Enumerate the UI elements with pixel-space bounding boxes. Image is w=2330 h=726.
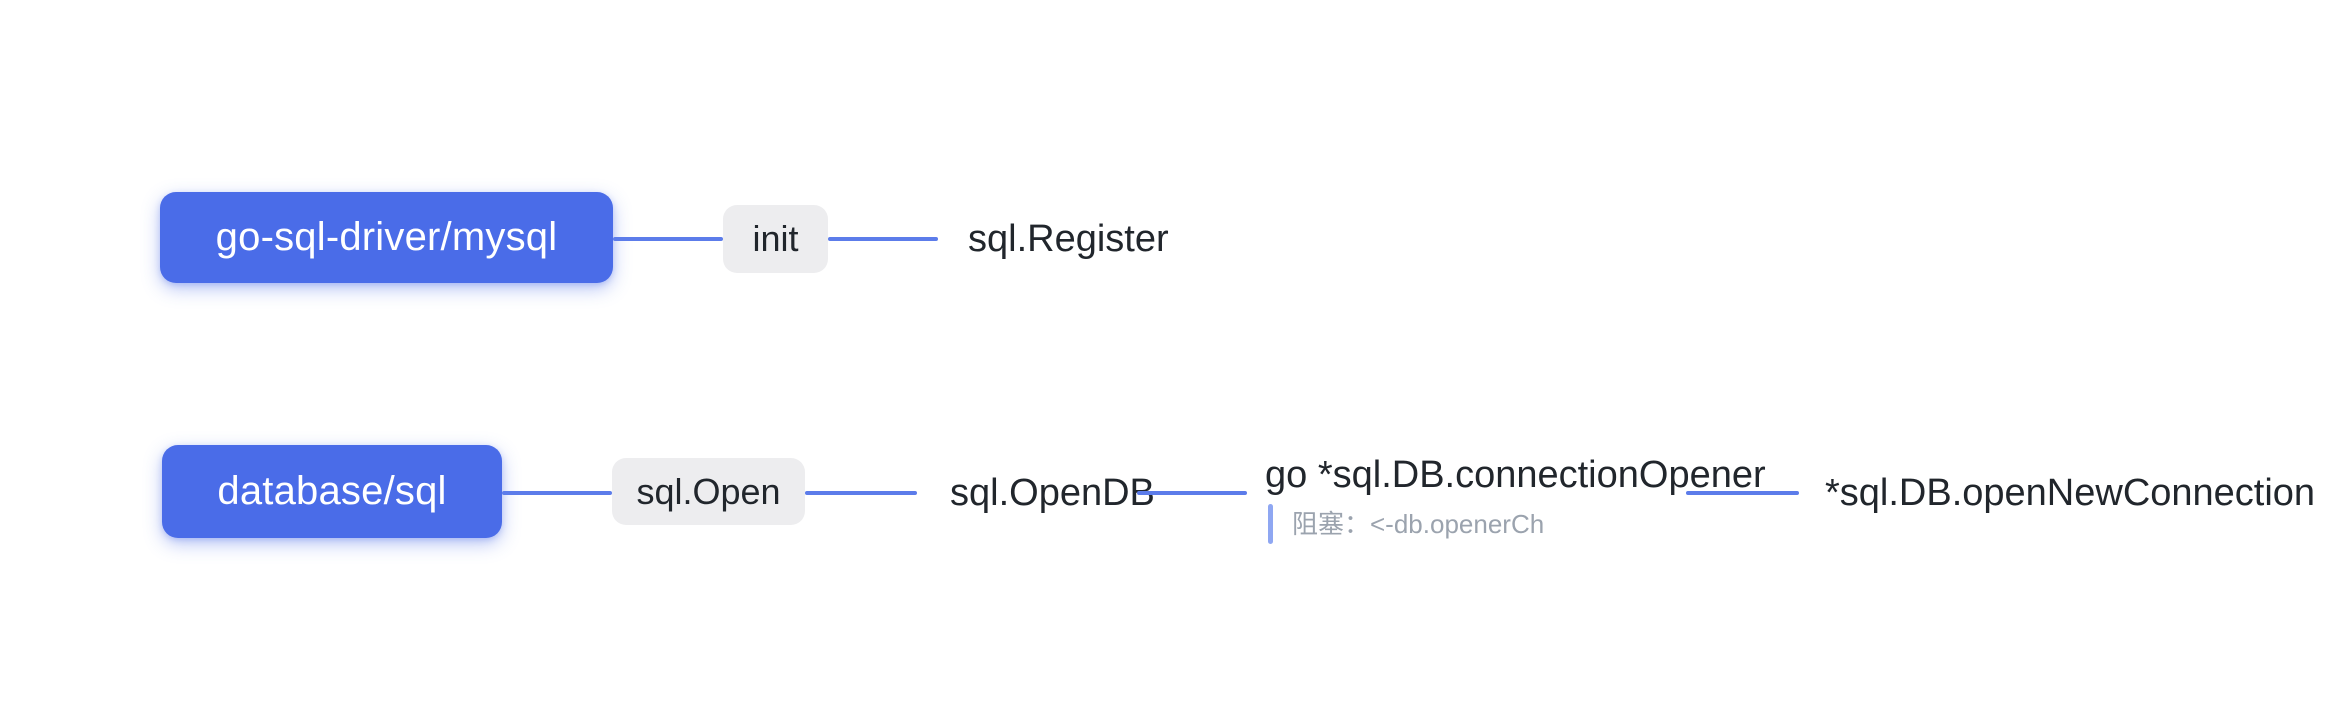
node-go-sql-driver-mysql-label: go-sql-driver/mysql [215,215,558,259]
node-database-sql-label: database/sql [217,469,447,513]
node-sql-open-label: sql.Open [636,470,781,512]
connection-opener-annotation: 阻塞：<-db.openerCh [1292,509,1545,539]
link-connectionopener-to-opennewconnection [1686,491,1799,495]
node-connection-opener-label: go *sql.DB.connectionOpener [1265,454,1766,496]
node-sql-open[interactable]: sql.Open [612,458,805,525]
link-sqlopendb-to-connectionopener [1137,491,1247,495]
node-open-new-connection-label: *sql.DB.openNewConnection [1825,472,2316,514]
node-open-new-connection[interactable]: *sql.DB.openNewConnection [1825,471,2315,515]
node-sql-opendb-label: sql.OpenDB [950,472,1155,514]
link-databasesql-to-sqlopen [502,491,612,495]
annotation-marker-bar [1268,504,1273,544]
node-connection-opener[interactable]: go *sql.DB.connectionOpener [1265,453,1766,497]
node-sql-register-label: sql.Register [968,218,1169,260]
link-mysql-to-init [613,237,723,241]
link-init-to-register [828,237,938,241]
node-go-sql-driver-mysql[interactable]: go-sql-driver/mysql [160,192,613,283]
link-sqlopen-to-sqlopendb [805,491,917,495]
node-sql-register[interactable]: sql.Register [968,217,1169,261]
node-init[interactable]: init [723,205,828,273]
node-sql-opendb[interactable]: sql.OpenDB [950,471,1155,515]
node-init-label: init [752,218,799,259]
node-database-sql[interactable]: database/sql [162,445,502,538]
